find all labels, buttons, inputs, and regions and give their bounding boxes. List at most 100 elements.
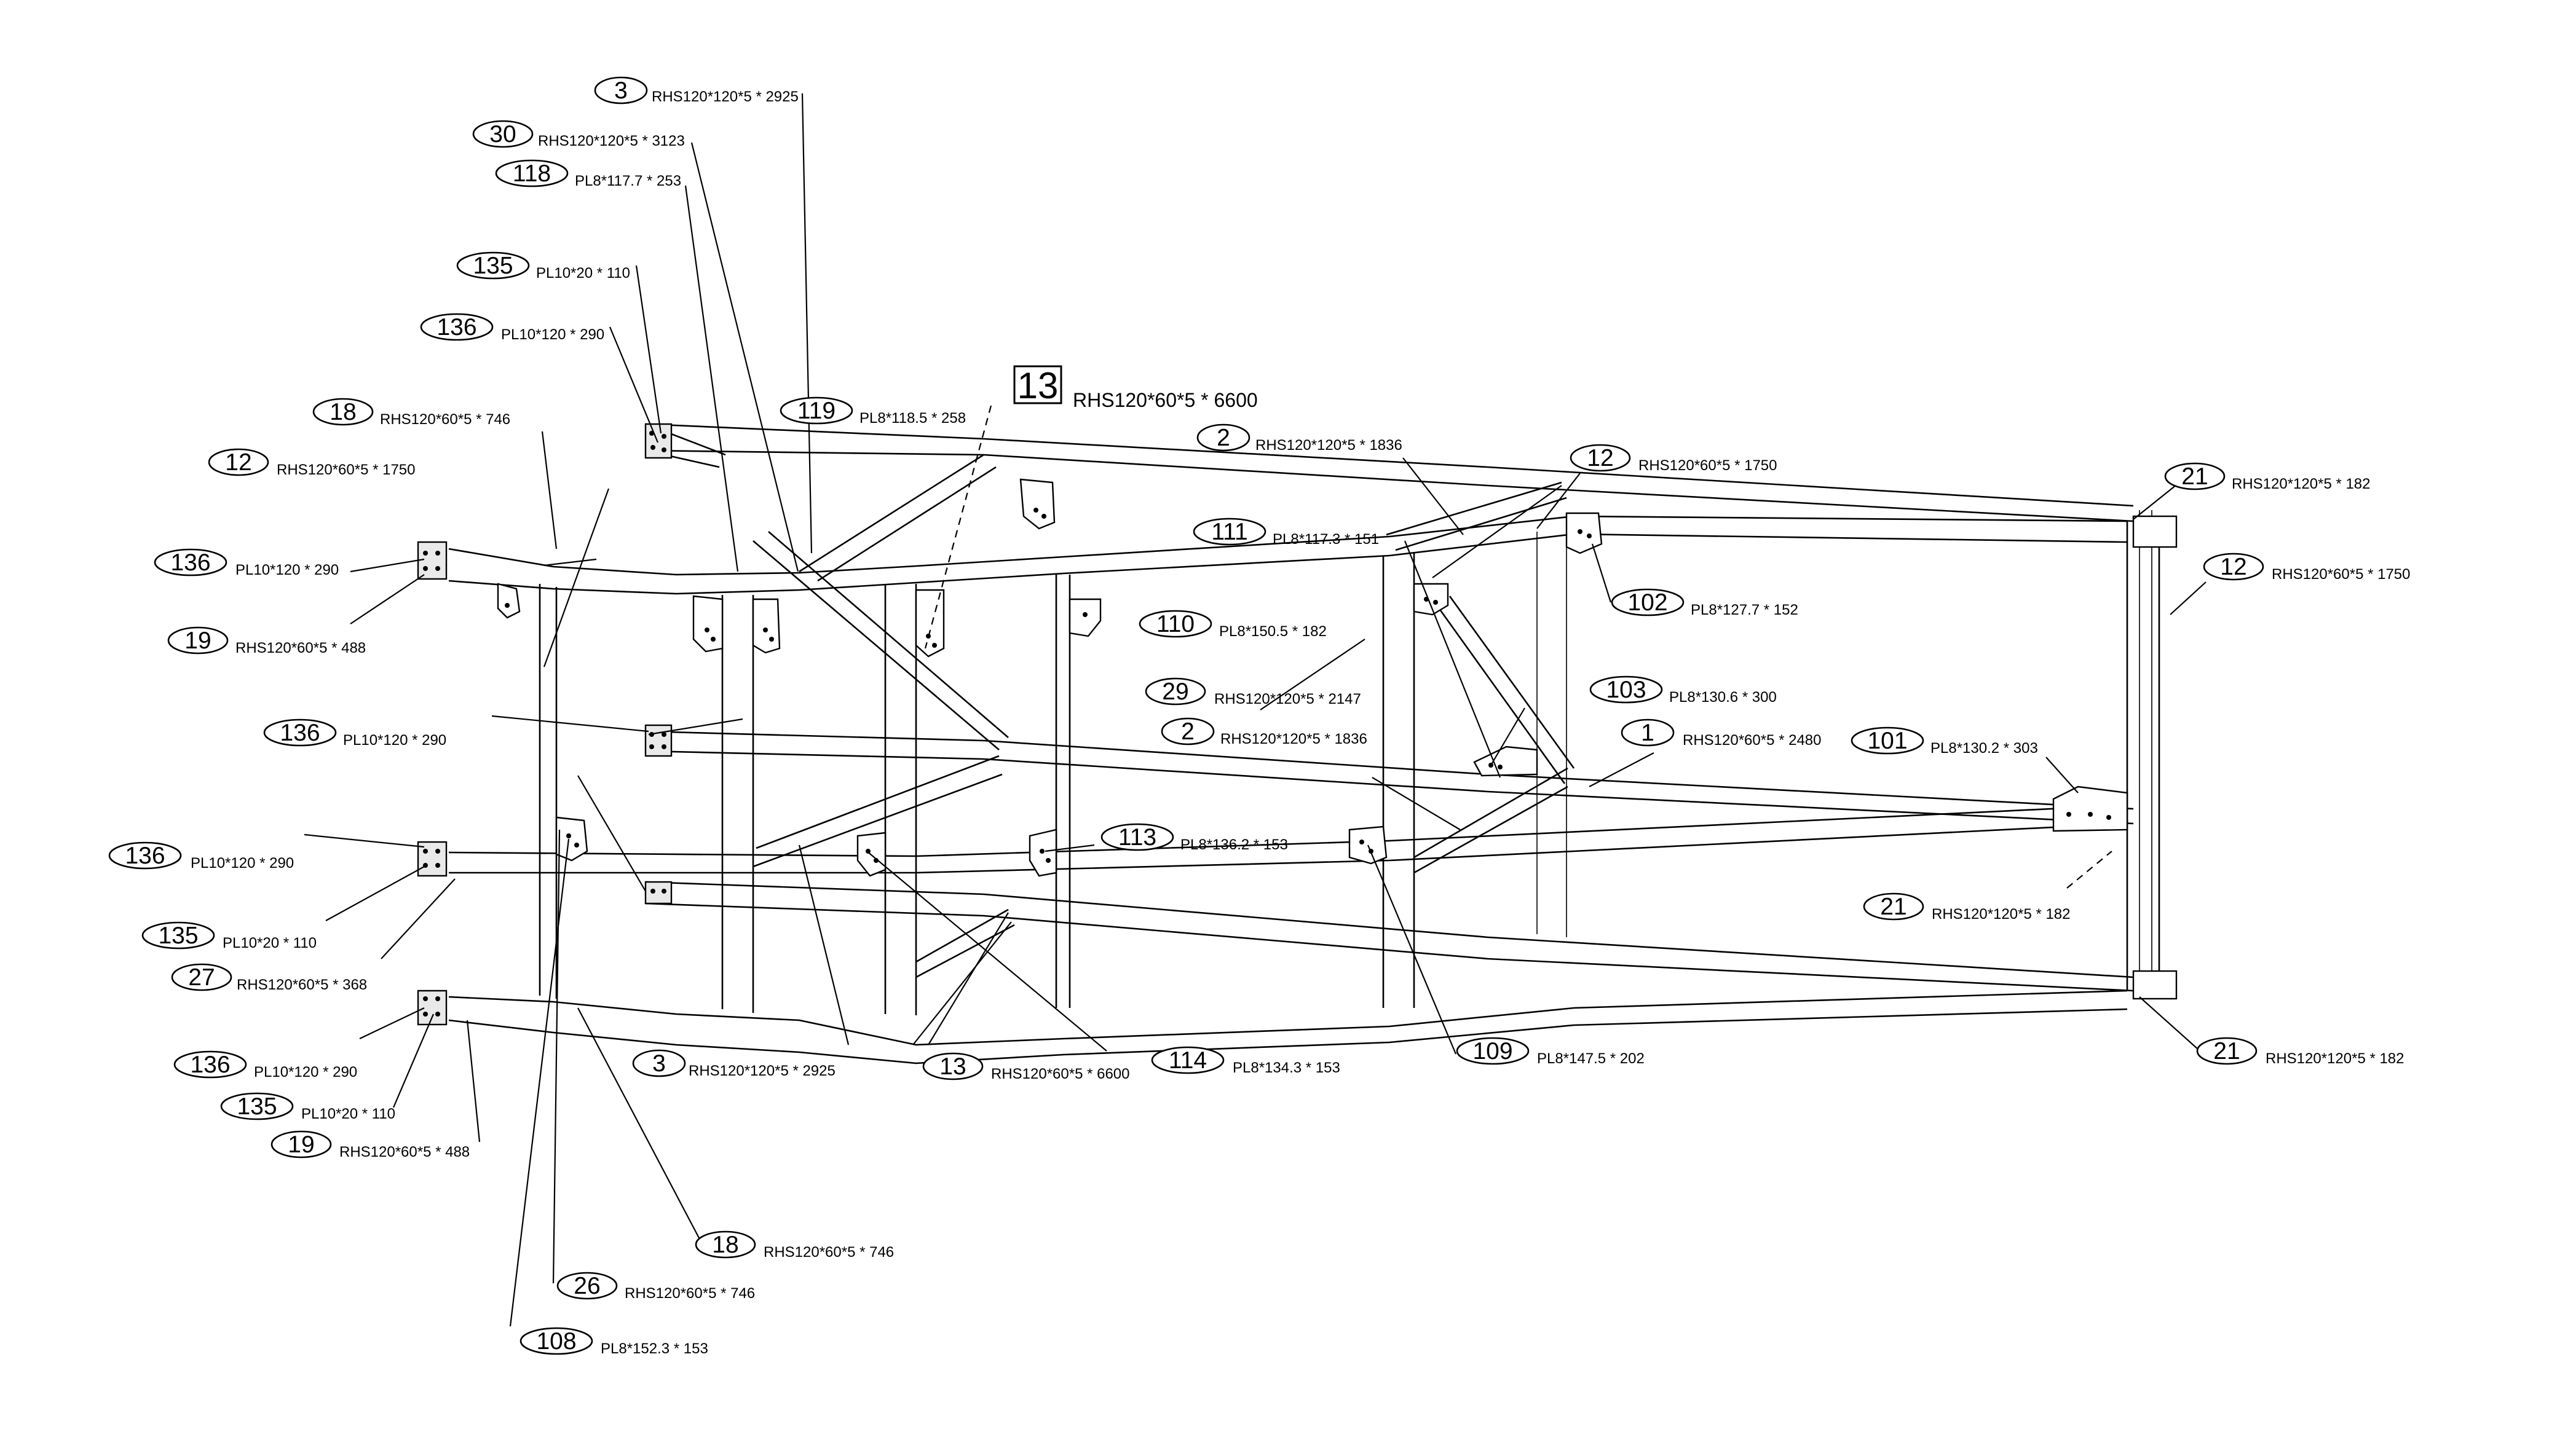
desc-label: RHS120*60*5 * 488 — [235, 640, 366, 656]
callout-member-18-bottom: 18 RHS120*60*5 * 746 — [695, 1230, 894, 1261]
callout-member-19-bottom: 19 RHS120*60*5 * 488 — [271, 1130, 470, 1160]
mark-label: 111 — [1211, 519, 1247, 545]
gusset-plate-103 — [1473, 746, 1538, 777]
right-end-stubs — [2132, 515, 2178, 1000]
mark-label: 101 — [1867, 728, 1907, 754]
desc-label: PL10*120 * 290 — [191, 855, 294, 871]
callout-plate-113: 113 PL8*136.2 * 153 — [1100, 823, 1288, 853]
callout-plate-109: 109 PL8*147.5 * 202 — [1456, 1037, 1645, 1067]
desc-label: PL8*117.3 * 151 — [1273, 531, 1379, 548]
top-front-chord — [448, 515, 2128, 576]
rear-posts — [1536, 510, 2152, 983]
desc-label: PL8*134.3 * 153 — [1233, 1060, 1340, 1076]
callout-member-2-middle: 2 RHS120*120*5 * 1836 — [1161, 717, 1367, 747]
desc-label: PL10*20 * 110 — [223, 935, 317, 951]
frame-structure — [417, 423, 2178, 1064]
callout-plate-136-left-top: 136 PL10*120 * 290 — [154, 548, 339, 578]
gusset-plate-102 — [1565, 512, 1603, 554]
mark-label: 136 — [170, 549, 210, 576]
desc-label: RHS120*120*5 * 182 — [1932, 906, 2071, 923]
gusset-plate-111 — [1413, 583, 1449, 616]
mark-label: 3 — [652, 1050, 666, 1077]
middle-chord-rear-lower — [645, 750, 2134, 825]
desc-label: PL8*118.5 * 258 — [859, 410, 966, 427]
mark-label: 135 — [473, 253, 513, 279]
end-plate-top-left — [417, 541, 448, 580]
mark-label: 13 — [939, 1053, 966, 1080]
callout-plate-111: 111 PL8*117.3 * 151 — [1193, 517, 1379, 548]
callout-member-2-top: 2 RHS120*120*5 * 1836 — [1196, 423, 1402, 454]
callout-plate-119: 119 PL8*118.5 * 258 — [780, 396, 966, 427]
gusset-plate-110 — [1069, 598, 1102, 637]
bottom-rear-chord — [645, 881, 2134, 978]
mark-label: 2 — [1217, 425, 1230, 451]
desc-label: PL8*136.2 * 153 — [1180, 836, 1288, 853]
top-rear-chord-lower-edge — [645, 449, 2134, 522]
callout-member-29: 29 RHS120*120*5 * 2147 — [1145, 677, 1361, 707]
desc-label: RHS120*60*5 * 1750 — [1638, 457, 1777, 474]
leader-lines — [304, 93, 2207, 1327]
callout-member-26: 26 RHS120*60*5 * 746 — [556, 1272, 755, 1302]
mark-label: 114 — [1169, 1047, 1207, 1074]
callout-plate-136-top: 136 PL10*120 * 290 — [420, 313, 604, 343]
desc-label: PL10*120 * 290 — [235, 562, 339, 578]
callout-plate-136-bottom: 136 PL10*120 * 290 — [173, 1050, 357, 1080]
desc-label: PL10*20 * 110 — [536, 265, 630, 281]
desc-label: RHS120*60*5 * 488 — [339, 1144, 470, 1160]
mark-label: 136 — [280, 720, 320, 746]
desc-label: PL8*152.3 * 153 — [601, 1340, 708, 1357]
callout-plate-108: 108 PL8*152.3 * 153 — [520, 1327, 708, 1357]
desc-label: RHS120*60*5 * 1750 — [277, 462, 416, 478]
gusset-plate-108 — [555, 816, 588, 862]
desc-label: RHS120*60*5 * 746 — [764, 1244, 894, 1261]
gusset-plate-118 — [692, 595, 724, 653]
callout-plate-114: 114 PL8*134.3 * 153 — [1151, 1046, 1340, 1076]
mark-label: 18 — [712, 1232, 738, 1258]
mark-label: 110 — [1156, 611, 1195, 637]
desc-label: RHS120*120*5 * 2925 — [689, 1063, 836, 1079]
middle-chord-front — [448, 804, 2128, 857]
mark-label: 136 — [190, 1052, 230, 1078]
mark-label: 13 — [1017, 365, 1059, 406]
mark-label: 135 — [158, 923, 198, 949]
mark-label: 136 — [125, 843, 165, 869]
end-plate-top-rear — [644, 423, 673, 459]
bottom-front-chord — [448, 990, 2128, 1046]
callout-plate-136-middle: 136 PL10*120 * 290 — [263, 718, 446, 749]
desc-label: PL8*130.6 * 300 — [1669, 689, 1777, 706]
callout-plate-102: 102 PL8*127.7 * 152 — [1611, 588, 1798, 618]
gusset-plate-13-top — [915, 589, 945, 658]
middle-chord-front-lower — [449, 822, 2128, 874]
mark-label: 27 — [188, 964, 215, 991]
top-rear-chord — [645, 423, 2134, 507]
callout-plate-135-bottom: 135 PL10*20 * 110 — [220, 1092, 395, 1122]
plates — [417, 423, 2128, 1026]
top-front-chord-lower-edge — [448, 533, 2128, 595]
desc-label: RHS120*120*5 * 1836 — [1255, 437, 1402, 454]
callout-member-1: 1 RHS120*60*5 * 2480 — [1621, 718, 1822, 749]
desc-label: PL8*147.5 * 202 — [1537, 1050, 1645, 1067]
callout-plate-110: 110 PL8*150.5 * 182 — [1139, 610, 1327, 640]
desc-label: RHS120*60*5 * 6600 — [1073, 389, 1258, 411]
callout-member-12-left: 12 RHS120*60*5 * 1750 — [208, 448, 416, 478]
callout-member-13-bottom: 13 RHS120*60*5 * 6600 — [922, 1052, 1130, 1082]
gusset-plate-119 — [752, 598, 781, 654]
desc-label: PL8*130.2 * 303 — [1930, 740, 2038, 757]
mark-label: 21 — [2213, 1038, 2240, 1064]
mark-label: 103 — [1606, 677, 1646, 703]
desc-label: PL8*117.7 * 253 — [575, 173, 681, 189]
desc-label: RHS120*60*5 * 746 — [380, 411, 510, 428]
callout-plate-101: 101 PL8*130.2 * 303 — [1851, 726, 2038, 757]
callout-plate-103: 103 PL8*130.6 * 300 — [1589, 675, 1777, 706]
mark-label: 113 — [1118, 824, 1156, 851]
mark-label: 108 — [536, 1328, 576, 1355]
mark-label: 12 — [225, 449, 251, 476]
gusset-plate-113 — [1029, 828, 1057, 877]
desc-label: PL8*150.5 * 182 — [1219, 623, 1327, 640]
mark-label: 102 — [1627, 589, 1667, 616]
desc-label: RHS120*120*5 * 182 — [2266, 1050, 2404, 1067]
middle-chord-rear — [645, 730, 2134, 810]
callout-member-12-top-right: 12 RHS120*60*5 * 1750 — [1570, 444, 1777, 474]
desc-label: RHS120*60*5 * 2480 — [1683, 732, 1822, 749]
